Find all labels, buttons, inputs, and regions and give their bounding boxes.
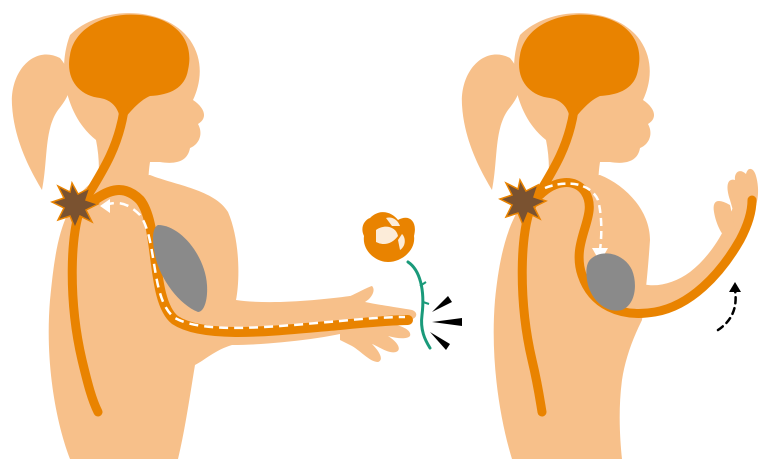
withdraw-arrow-icon [718, 282, 741, 330]
right-figure [462, 13, 758, 459]
left-figure [12, 13, 462, 459]
torso-left [49, 175, 356, 459]
ponytail-left [12, 55, 71, 190]
thorn-prick-icon [430, 296, 462, 350]
ponytail-right [462, 55, 521, 190]
